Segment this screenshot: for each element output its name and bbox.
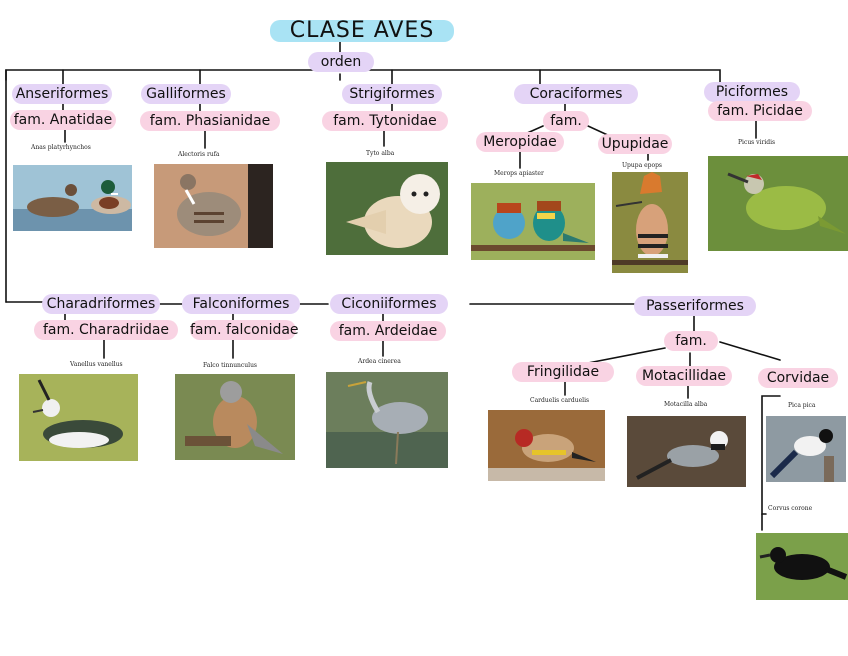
species-tyto-alba: Tyto alba — [366, 150, 395, 157]
photo-white-wagtail — [627, 416, 746, 487]
species-motacilla-alba: Motacilla alba — [664, 401, 708, 408]
species-ardea-cinerea: Ardea cinerea — [358, 358, 401, 365]
order-falconiformes: Falconiformes — [182, 294, 300, 314]
species-anas-platyrhynchos: Anas platyrhynchos — [31, 144, 91, 151]
family-charadriidae: fam. Charadriidae — [34, 320, 178, 340]
species-alectoris-rufa: Alectoris rufa — [178, 151, 220, 158]
photo-mallard-ducks — [13, 165, 132, 231]
order-piciformes: Piciformes — [704, 82, 800, 102]
photo-kestrel — [175, 374, 295, 460]
photo-hoopoe — [612, 172, 688, 273]
photo-red-legged-partridge — [154, 164, 273, 248]
photo-bee-eaters — [471, 183, 595, 260]
photo-lapwing — [19, 374, 138, 461]
family-motacillidae: Motacillidae — [636, 366, 732, 386]
species-vanellus-vanellus: Vanellus vanellus — [70, 361, 123, 368]
family-phasianidae: fam. Phasianidae — [140, 111, 280, 131]
order-anseriformes: Anseriformes — [12, 84, 112, 104]
family-tytonidae: fam. Tytonidae — [322, 111, 448, 131]
species-pica-pica: Pica pica — [788, 402, 816, 409]
family-meropidae: Meropidae — [476, 132, 564, 152]
order-charadriformes: Charadriformes — [42, 294, 160, 314]
species-upupa-epops: Upupa epops — [622, 162, 663, 169]
diagram-title: CLASE AVES — [270, 20, 454, 42]
species-picus-viridis: Picus viridis — [738, 139, 776, 146]
family-ardeidae: fam. Ardeidae — [330, 321, 446, 341]
order-strigiformes: Strigiformes — [342, 84, 442, 104]
family-passeriformes: fam. — [664, 331, 718, 351]
order-passeriformes: Passeriformes — [634, 296, 756, 316]
family-fringilidae: Fringilidae — [512, 362, 614, 382]
level-label-orden: orden — [308, 52, 374, 72]
order-ciconiiformes: Ciconiiformes — [330, 294, 448, 314]
photo-green-woodpecker — [708, 156, 848, 251]
photo-goldfinch — [488, 410, 605, 481]
order-galliformes: Galliformes — [141, 84, 231, 104]
species-corvus-corone: Corvus corone — [768, 505, 813, 512]
photo-barn-owl — [326, 162, 448, 255]
photo-magpie — [766, 416, 846, 482]
family-coraciformes: fam. — [543, 111, 589, 131]
family-falconidae: fam. falconidae — [190, 320, 299, 340]
family-anatidae: fam. Anatidae — [10, 110, 116, 130]
species-merops-apiaster: Merops apiaster — [494, 170, 544, 177]
family-upupidae: Upupidae — [598, 134, 672, 154]
photo-grey-heron — [326, 372, 448, 468]
order-coraciformes: Coraciformes — [514, 84, 638, 104]
family-corvidae: Corvidae — [758, 368, 838, 388]
species-falco-tinnunculus: Falco tinnunculus — [203, 362, 258, 369]
family-picidae: fam. Picidae — [708, 101, 812, 121]
species-carduelis-carduelis: Carduelis carduelis — [530, 397, 590, 404]
photo-carrion-crow — [756, 533, 848, 600]
